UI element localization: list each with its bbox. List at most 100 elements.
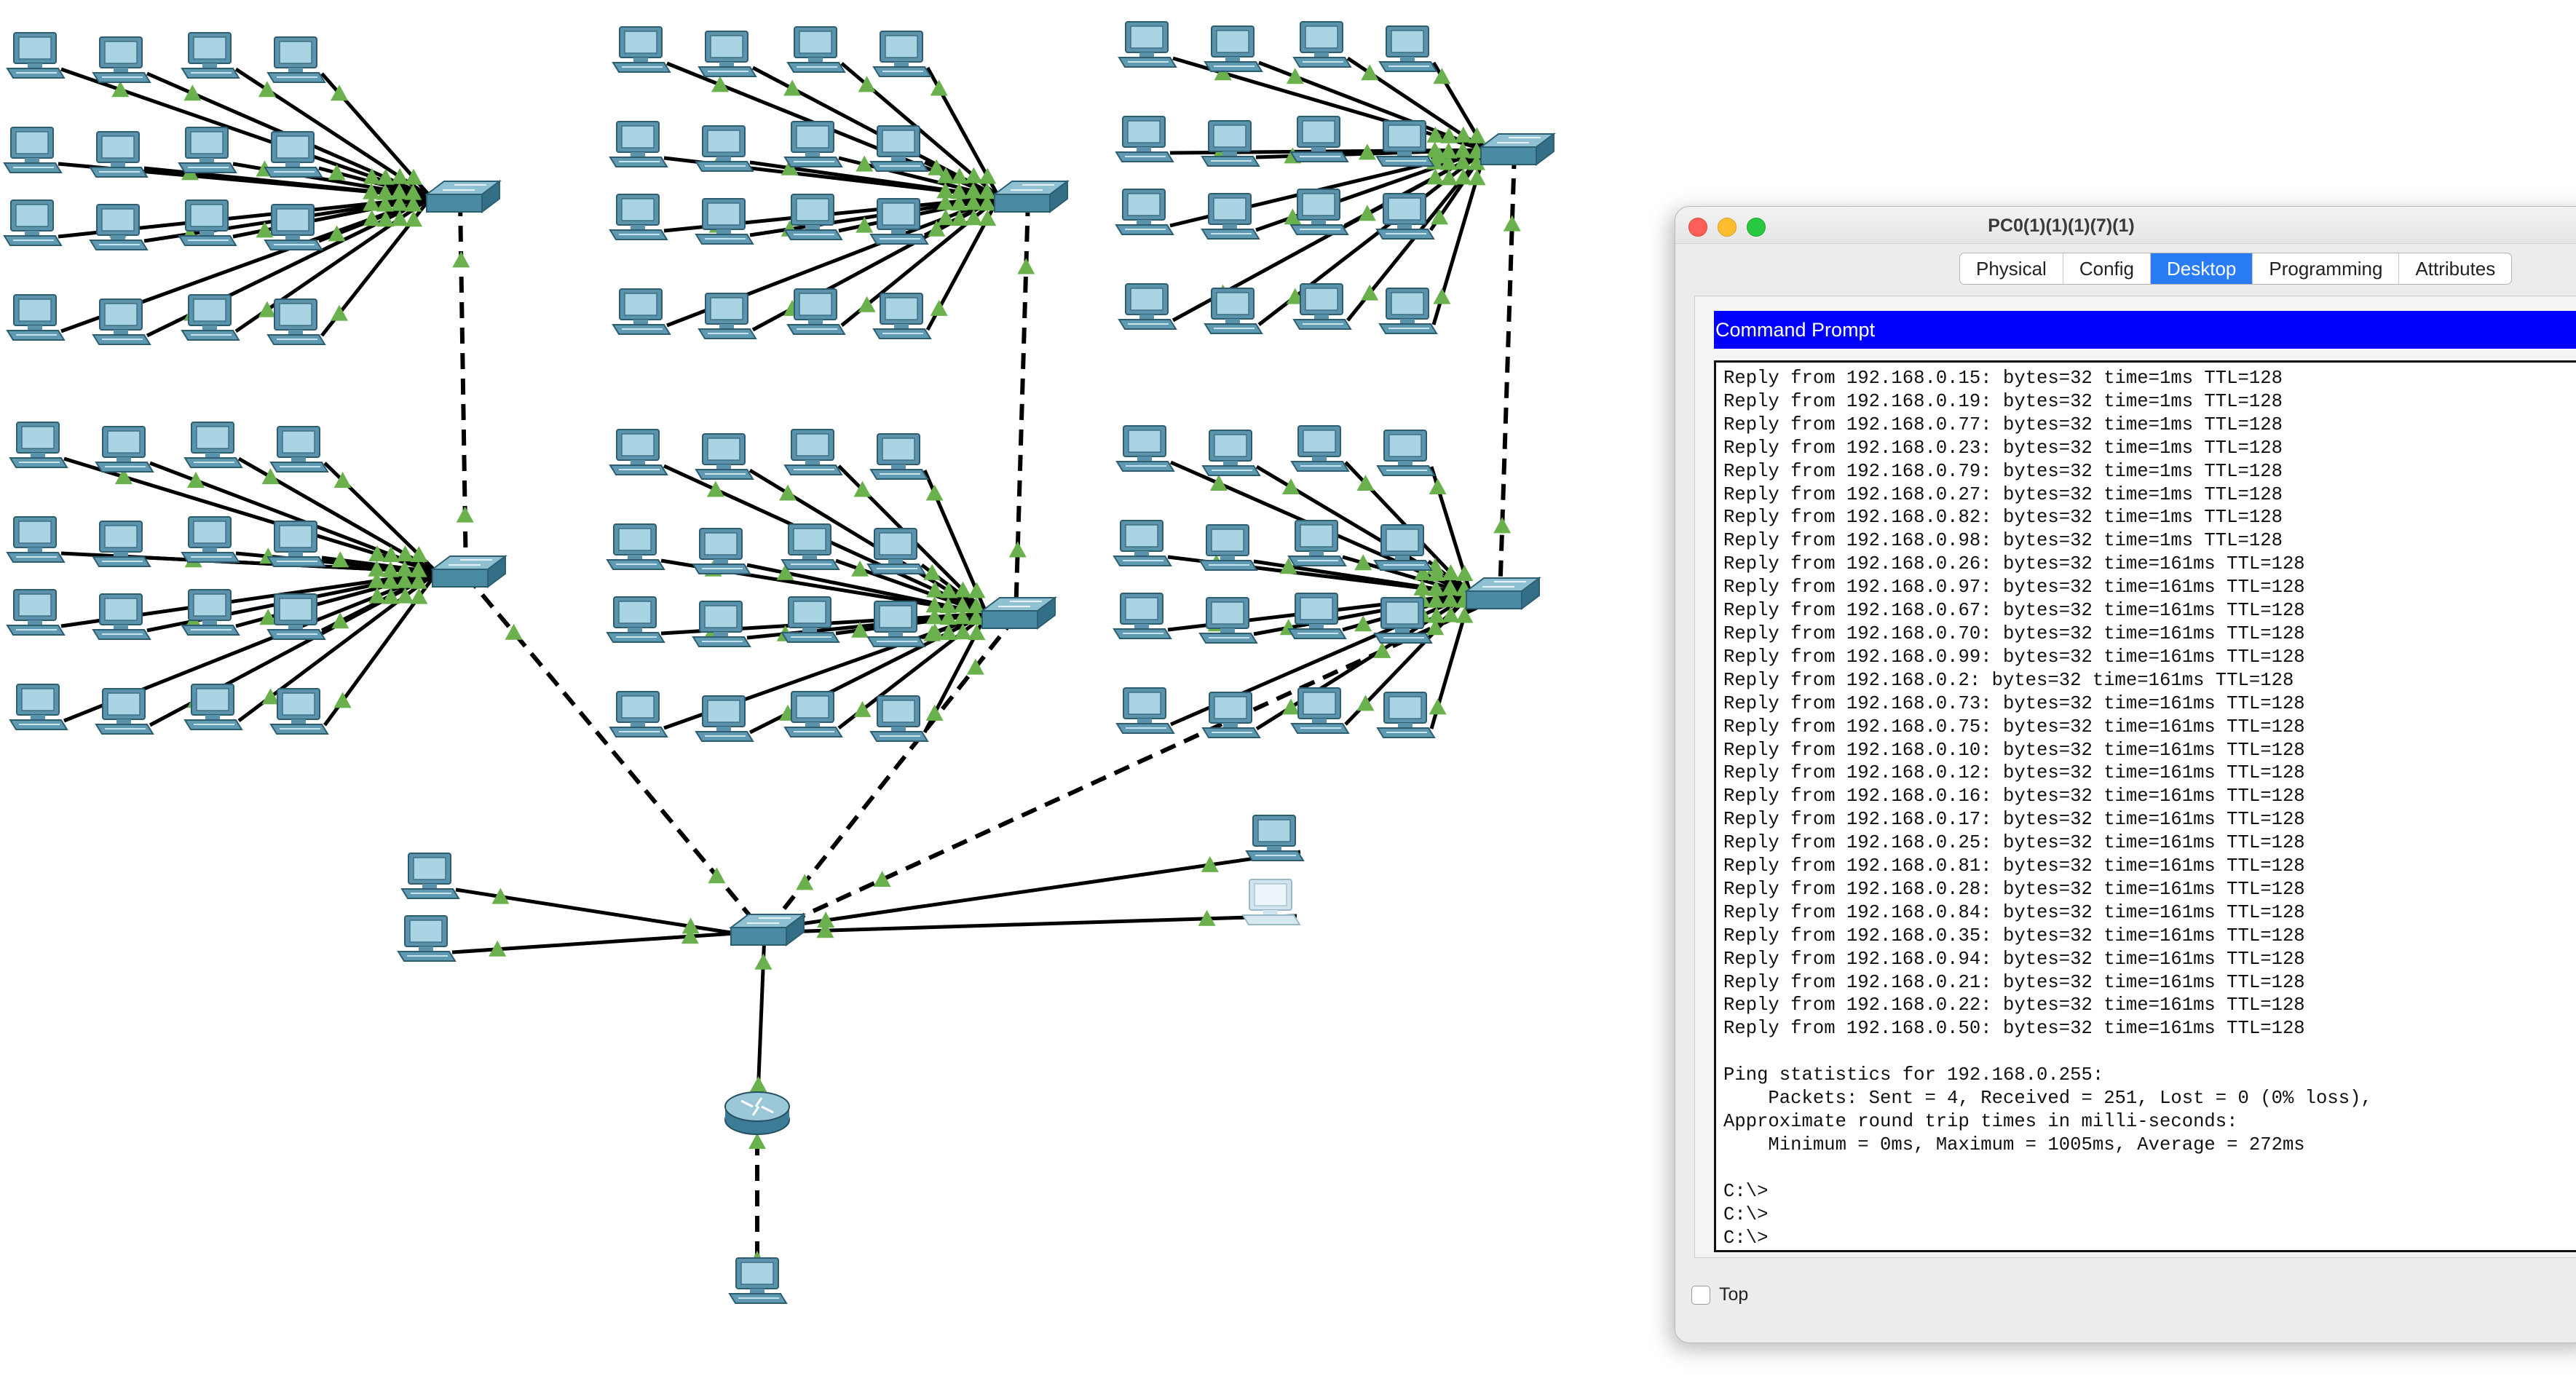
pc-icon[interactable] [1377, 430, 1435, 476]
pc-icon[interactable] [867, 601, 925, 647]
pc-icon[interactable] [867, 528, 925, 574]
pc-icon[interactable] [695, 695, 754, 742]
pc-icon[interactable] [784, 121, 842, 167]
pc-icon[interactable] [401, 853, 459, 899]
pc-icon[interactable] [1204, 288, 1263, 334]
pc-icon[interactable] [92, 298, 151, 345]
pc-icon[interactable] [95, 426, 154, 472]
pc-icon[interactable] [92, 593, 151, 640]
pc-icon[interactable] [1377, 692, 1435, 738]
pc-icon[interactable] [698, 293, 756, 339]
pc-icon[interactable] [1291, 425, 1349, 472]
pc-icon[interactable] [264, 204, 323, 250]
pc-icon[interactable] [870, 433, 928, 480]
pc-icon[interactable] [1374, 597, 1432, 644]
tab-attributes[interactable]: Attributes [2415, 258, 2496, 280]
core-switch-icon[interactable] [730, 914, 805, 946]
pc-icon[interactable] [1201, 120, 1260, 167]
pc-icon[interactable] [609, 194, 668, 240]
pc-icon[interactable] [1202, 692, 1260, 738]
pc-icon[interactable] [1201, 193, 1260, 240]
pc-icon[interactable] [184, 684, 242, 730]
pc-icon[interactable] [1116, 425, 1174, 472]
pc-icon[interactable] [95, 688, 154, 735]
pc-icon[interactable] [692, 601, 751, 647]
pc-icon[interactable] [9, 684, 68, 730]
tab-physical[interactable]: Physical [1960, 253, 2063, 284]
pc-icon[interactable] [181, 516, 240, 563]
pc-icon[interactable] [4, 199, 62, 246]
pc-icon[interactable] [90, 131, 148, 178]
pc-icon[interactable] [609, 121, 668, 167]
pc-icon[interactable] [4, 127, 62, 173]
pc-icon[interactable] [787, 288, 845, 335]
pc-icon[interactable] [1118, 283, 1177, 330]
pc-icon[interactable] [1204, 25, 1263, 72]
pc-icon[interactable] [398, 915, 456, 962]
pc-icon[interactable] [7, 516, 65, 563]
pc-icon[interactable] [1118, 21, 1177, 68]
pc-icon[interactable] [7, 589, 65, 636]
pc-icon[interactable] [870, 125, 928, 172]
pc-icon[interactable] [870, 695, 928, 742]
pc-icon[interactable] [267, 298, 325, 345]
pc-icon[interactable] [695, 125, 754, 172]
pc-icon[interactable] [784, 691, 842, 738]
pc-icon[interactable] [1242, 879, 1300, 925]
network-devices[interactable] [4, 21, 1554, 1304]
pc-icon[interactable] [184, 422, 242, 468]
pc-icon[interactable] [787, 26, 845, 73]
pc-icon[interactable] [1288, 593, 1346, 639]
pc-icon[interactable] [695, 433, 754, 480]
pc-icon[interactable] [1115, 189, 1174, 235]
pc-icon[interactable] [7, 32, 65, 79]
pc-icon[interactable] [181, 589, 240, 636]
pc-icon[interactable] [781, 596, 839, 643]
pc-icon[interactable] [1113, 593, 1172, 639]
window-title-bar[interactable]: PC0(1)(1)(1)(7)(1) [1675, 207, 2576, 244]
pc-icon[interactable] [870, 198, 928, 245]
pc-icon[interactable] [692, 528, 751, 574]
pc-icon[interactable] [264, 131, 323, 178]
pc-icon[interactable] [92, 521, 151, 567]
pc-icon[interactable] [1246, 815, 1304, 861]
pc-icon[interactable] [181, 32, 240, 79]
switch-icon[interactable] [1466, 577, 1540, 609]
zoom-window-button[interactable] [1747, 218, 1766, 237]
pc-icon[interactable] [1374, 524, 1432, 571]
pc-icon[interactable] [1116, 687, 1174, 734]
pc-icon[interactable] [181, 294, 240, 341]
pc-icon[interactable] [90, 204, 148, 250]
pc-icon[interactable] [698, 31, 756, 77]
pc-config-window[interactable]: PC0(1)(1)(1)(7)(1) Physical Config Deskt… [1675, 206, 2576, 1343]
pc-icon[interactable] [1202, 430, 1260, 476]
pc-icon[interactable] [9, 422, 68, 468]
pc-icon[interactable] [178, 127, 237, 173]
pc-icon[interactable] [1290, 116, 1348, 162]
close-window-button[interactable] [1688, 218, 1707, 237]
switch-icon[interactable] [981, 597, 1056, 629]
pc-icon[interactable] [607, 523, 665, 570]
pc-icon[interactable] [873, 31, 931, 77]
switch-icon[interactable] [994, 181, 1068, 213]
pc-icon[interactable] [607, 596, 665, 643]
pc-icon[interactable] [270, 688, 328, 735]
pc-icon[interactable] [92, 36, 151, 83]
pc-icon[interactable] [1288, 520, 1346, 566]
pc-icon[interactable] [612, 288, 671, 335]
pc-icon[interactable] [178, 199, 237, 246]
pc-icon[interactable] [609, 691, 668, 738]
pc-icon[interactable] [267, 521, 325, 567]
router-icon[interactable] [724, 1091, 791, 1136]
switch-icon[interactable] [426, 181, 500, 213]
pc-icon[interactable] [612, 26, 671, 73]
command-prompt-console[interactable]: Reply from 192.168.0.15: bytes=32 time=1… [1714, 360, 2576, 1252]
pc-icon[interactable] [1293, 283, 1351, 330]
network-topology-canvas[interactable] [0, 0, 1667, 1376]
switch-icon[interactable] [432, 555, 506, 588]
pc-icon[interactable] [1291, 687, 1349, 734]
pc-icon[interactable] [270, 426, 328, 472]
pc-icon[interactable] [1115, 116, 1174, 162]
minimize-window-button[interactable] [1718, 218, 1737, 237]
tab-programming[interactable]: Programming [2253, 253, 2400, 284]
